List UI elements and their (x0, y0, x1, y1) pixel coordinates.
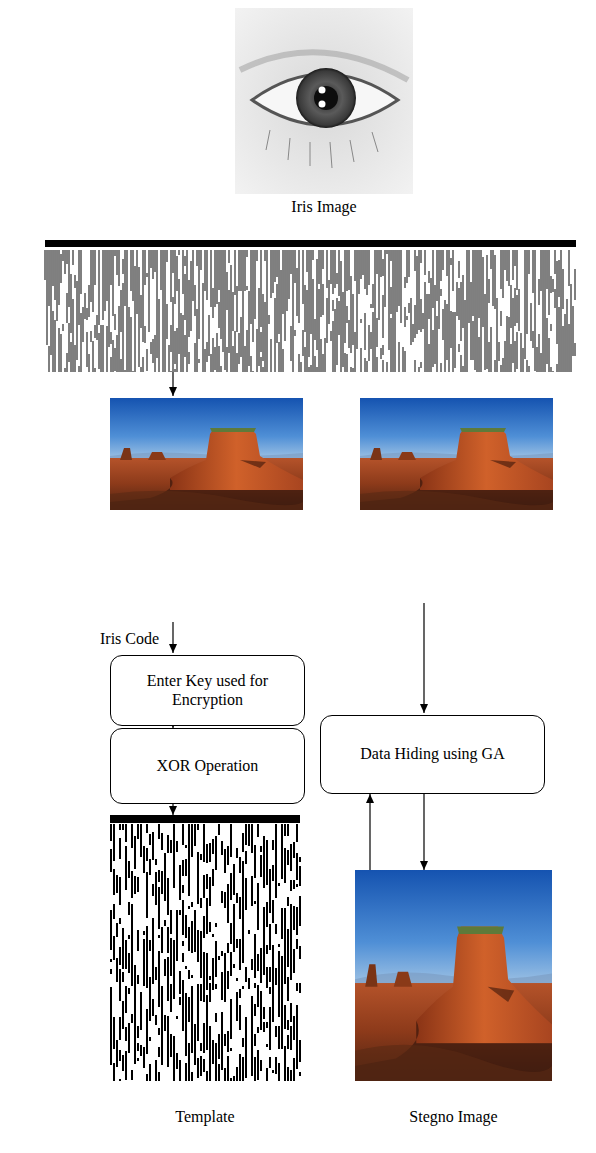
cover-image (360, 398, 553, 510)
cover-image (110, 398, 303, 510)
iris-code-image (45, 240, 576, 372)
iris (296, 68, 356, 128)
flow-arrow (172, 804, 173, 815)
barcode-stripes (45, 250, 575, 372)
barcode-top-bar (45, 240, 576, 247)
flow-label: Iris Code (100, 630, 159, 648)
box-text: Data Hiding using GA (360, 745, 504, 763)
image-node: Iris Image (225, 8, 423, 216)
image-caption: Stegno Image (348, 1108, 559, 1126)
template-image (110, 815, 301, 1081)
process-box: Data Hiding using GA (320, 715, 545, 794)
box-text: Enter Key used for Encryption (119, 672, 296, 709)
pupil (314, 86, 338, 110)
highlight (319, 87, 326, 94)
image-node: Stegno Image (348, 870, 559, 1126)
eyelashes (266, 130, 378, 168)
template-top-bar (110, 815, 300, 823)
image-caption: Iris Image (225, 198, 423, 216)
template-ground (110, 815, 300, 1081)
image-caption: Template (100, 1108, 310, 1126)
process-box: XOR Operation (110, 728, 305, 804)
flow-arrow (172, 372, 173, 396)
flow-arrow (369, 794, 370, 870)
flow-arrow (423, 794, 424, 870)
template-noise (110, 824, 301, 1081)
flow-arrow (423, 603, 424, 713)
stego-image (355, 870, 552, 1081)
box-text: XOR Operation (157, 757, 259, 775)
image-node: Template (100, 815, 310, 1126)
flow-arrow (172, 622, 173, 653)
highlight (319, 101, 326, 108)
process-box: Enter Key used for Encryption (110, 655, 305, 726)
eye-photo (235, 8, 413, 194)
eye-photo-ground (235, 8, 413, 194)
